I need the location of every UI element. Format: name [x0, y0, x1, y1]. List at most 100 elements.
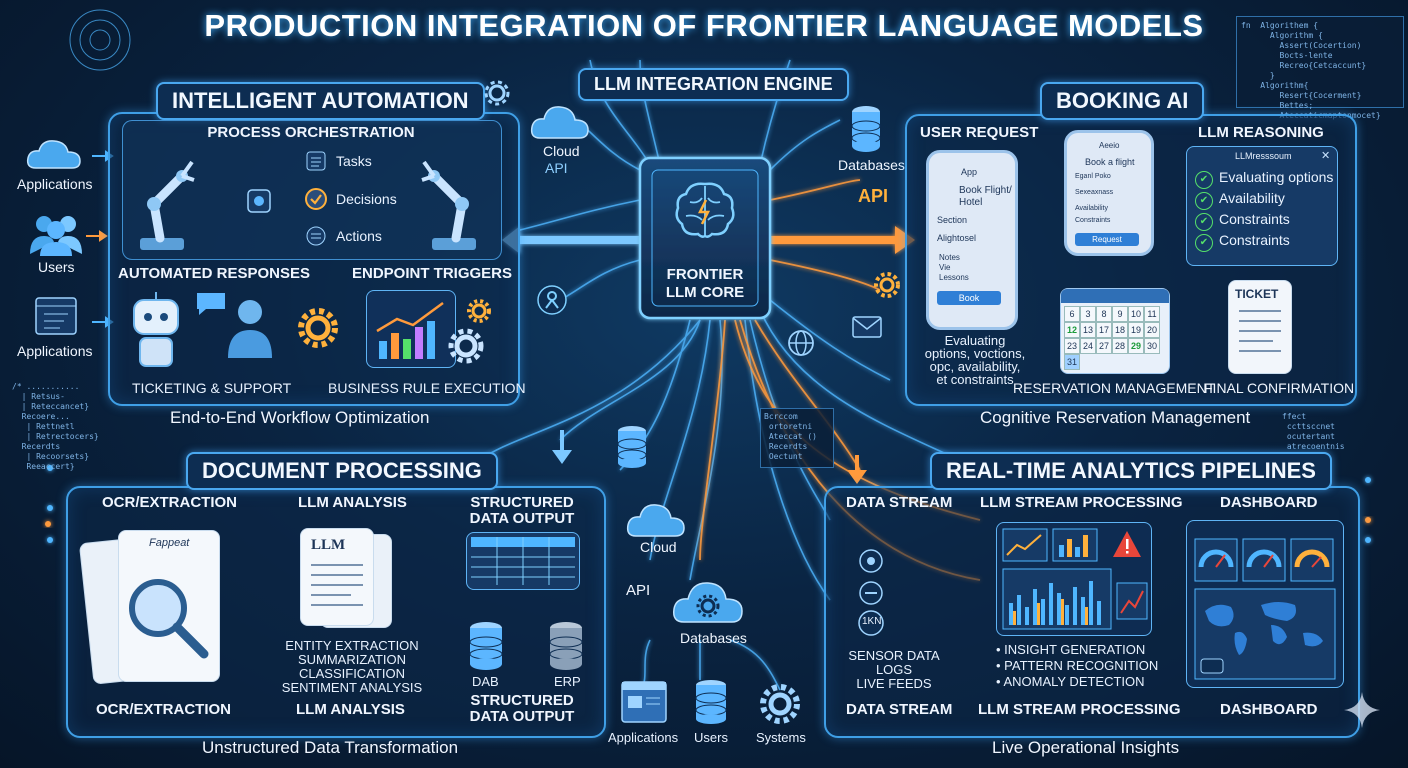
booking-phone-1: App Book Flight/ Hotel Section Alightose… — [926, 150, 1018, 330]
phone2-line: Sexeaxnass — [1075, 189, 1114, 196]
phone2-line: Book a flight — [1085, 157, 1135, 167]
tasks-label: Tasks — [336, 153, 372, 169]
process-orchestration-label: PROCESS ORCHESTRATION — [207, 124, 415, 141]
calendar-day[interactable]: 10 — [1128, 306, 1144, 322]
code-snippet-middle: Bcrccom ortoretni Ateccat () Recerdts Oe… — [760, 408, 834, 468]
globe-icon — [786, 328, 816, 363]
calendar-day[interactable]: 29 — [1128, 338, 1144, 354]
engine-databases-label: Databases — [838, 157, 905, 173]
structured-table — [466, 532, 580, 590]
cloud-icon — [24, 134, 84, 177]
middle-databases-label: Databases — [680, 630, 747, 646]
booking-ai-title: BOOKING AI — [1040, 82, 1205, 120]
business-rule-label: BUSINESS RULE EXECUTION — [328, 380, 526, 396]
phone1-book-button[interactable]: Book — [937, 291, 1001, 305]
calendar-day[interactable]: 28 — [1112, 338, 1128, 354]
engine-cloud-label: Cloud — [543, 143, 580, 159]
gear-icon — [484, 80, 510, 111]
reservation-management-label: RESERVATION MANAGEMENT — [1013, 380, 1216, 396]
gear-icon — [296, 306, 340, 355]
data-stream-bottom: DATA STREAM — [846, 701, 953, 718]
phone2-line: Availability — [1075, 205, 1108, 212]
structured-bottom-2: DATA OUTPUT — [469, 708, 575, 725]
source-feeds: LIVE FEEDS — [856, 676, 932, 691]
source-applications-2: Applications — [17, 343, 93, 359]
tasks-icon — [305, 150, 327, 177]
cloud-icon — [528, 100, 592, 147]
gear-icon — [872, 270, 902, 305]
evaluating-line-3: opc, availability, — [929, 359, 1021, 374]
database-icon — [466, 620, 506, 677]
users-icon — [26, 212, 86, 261]
calendar-day[interactable]: 18 — [1112, 322, 1128, 338]
phone1-line: Section — [937, 215, 968, 225]
calendar-day[interactable]: 6 — [1064, 306, 1080, 322]
calendar-day[interactable]: 11 — [1144, 306, 1160, 322]
calendar-day[interactable]: 20 — [1144, 322, 1160, 338]
structured-top-1: STRUCTURED — [470, 494, 574, 511]
database-icon — [614, 424, 650, 475]
document-processing-title: DOCUMENT PROCESSING — [186, 452, 498, 490]
dab-label: DAB — [472, 674, 499, 689]
doc-task-1: ENTITY EXTRACTION — [285, 638, 419, 653]
calendar-day[interactable]: 30 — [1144, 338, 1160, 354]
pattern-recognition-text: PATTERN RECOGNITION — [1004, 658, 1159, 673]
actions-icon — [305, 225, 327, 252]
document-caption: Unstructured Data Transformation — [202, 738, 459, 757]
application-window-icon — [34, 296, 78, 341]
evaluating-line-1: Evaluating — [944, 333, 1006, 348]
calendar-day[interactable]: 12 — [1064, 322, 1080, 338]
calendar-day[interactable]: 13 — [1080, 322, 1096, 338]
llm-doc-front: LLM — [300, 528, 374, 626]
middle-cloud-label: Cloud — [640, 539, 677, 555]
source-logs: LOGS — [875, 662, 913, 677]
doc-task-4: SENTIMENT ANALYSIS — [281, 680, 423, 695]
chat-bubble-icon — [194, 290, 228, 321]
calendar-day[interactable]: 19 — [1128, 322, 1144, 338]
robot-icon — [128, 290, 184, 375]
phone2-line: Eganl Poko — [1075, 173, 1111, 180]
calendar-day[interactable]: 31 — [1064, 354, 1080, 370]
middle-applications-label: Applications — [608, 730, 679, 745]
robot-arm-icon — [418, 146, 488, 259]
middle-users-label: Users — [694, 730, 728, 745]
analytics-caption: Live Operational Insights — [992, 738, 1180, 757]
doc-task-2: SUMMARIZATION — [297, 652, 407, 667]
calendar-day[interactable]: 8 — [1096, 306, 1112, 322]
evaluating-line-4: et constraints — [936, 372, 1014, 387]
ticket-label: TICKET — [1235, 287, 1279, 301]
middle-systems-label: Systems — [756, 730, 806, 745]
llm-doc-label: LLM — [311, 537, 346, 553]
application-window-icon — [620, 680, 668, 729]
calendar-day[interactable]: 27 — [1096, 338, 1112, 354]
final-confirmation-label: FINAL CONFIRMATION — [1204, 380, 1355, 396]
phone1-line: Alightosel — [937, 233, 977, 243]
endpoint-triggers-label: ENDPOINT TRIGGERS — [352, 265, 513, 282]
sparkle-icon — [1342, 690, 1382, 735]
calendar-day[interactable]: 24 — [1080, 338, 1096, 354]
llm-integration-engine-title: LLM INTEGRATION ENGINE — [578, 68, 849, 101]
llm-analysis-top: LLM ANALYSIS — [298, 494, 407, 511]
source-users: Users — [38, 259, 75, 275]
calendar-day[interactable]: 9 — [1112, 306, 1128, 322]
reasoning-check-4: Constraints — [1195, 232, 1290, 252]
dashboard-screen — [1186, 520, 1344, 688]
llm-reasoning-label: LLM REASONING — [1198, 124, 1324, 141]
paper-heading: Fappeat — [149, 537, 190, 549]
robot-arm-icon — [128, 146, 198, 259]
stream-processing-bottom: LLM STREAM PROCESSING — [978, 701, 1181, 718]
erp-label: ERP — [554, 674, 581, 689]
phone2-request-button[interactable]: Request — [1075, 233, 1139, 246]
brain-icon — [672, 178, 738, 247]
calendar-day[interactable]: 23 — [1064, 338, 1080, 354]
anomaly-detection-text: ANOMALY DETECTION — [1003, 674, 1145, 689]
reasoning-check-2: Availability — [1195, 190, 1285, 210]
core-label-line1: FRONTIER — [666, 266, 744, 283]
database-icon — [692, 678, 730, 731]
code-snippet-top-right: fn Algorithem { Algorithm { Assert(Cocer… — [1236, 16, 1404, 120]
pattern-recognition: • PATTERN RECOGNITION — [996, 658, 1159, 673]
calendar-day[interactable]: 17 — [1096, 322, 1112, 338]
close-icon[interactable]: ✕ — [1321, 150, 1331, 162]
check-circle-icon — [304, 187, 328, 216]
calendar-day[interactable]: 3 — [1080, 306, 1096, 322]
